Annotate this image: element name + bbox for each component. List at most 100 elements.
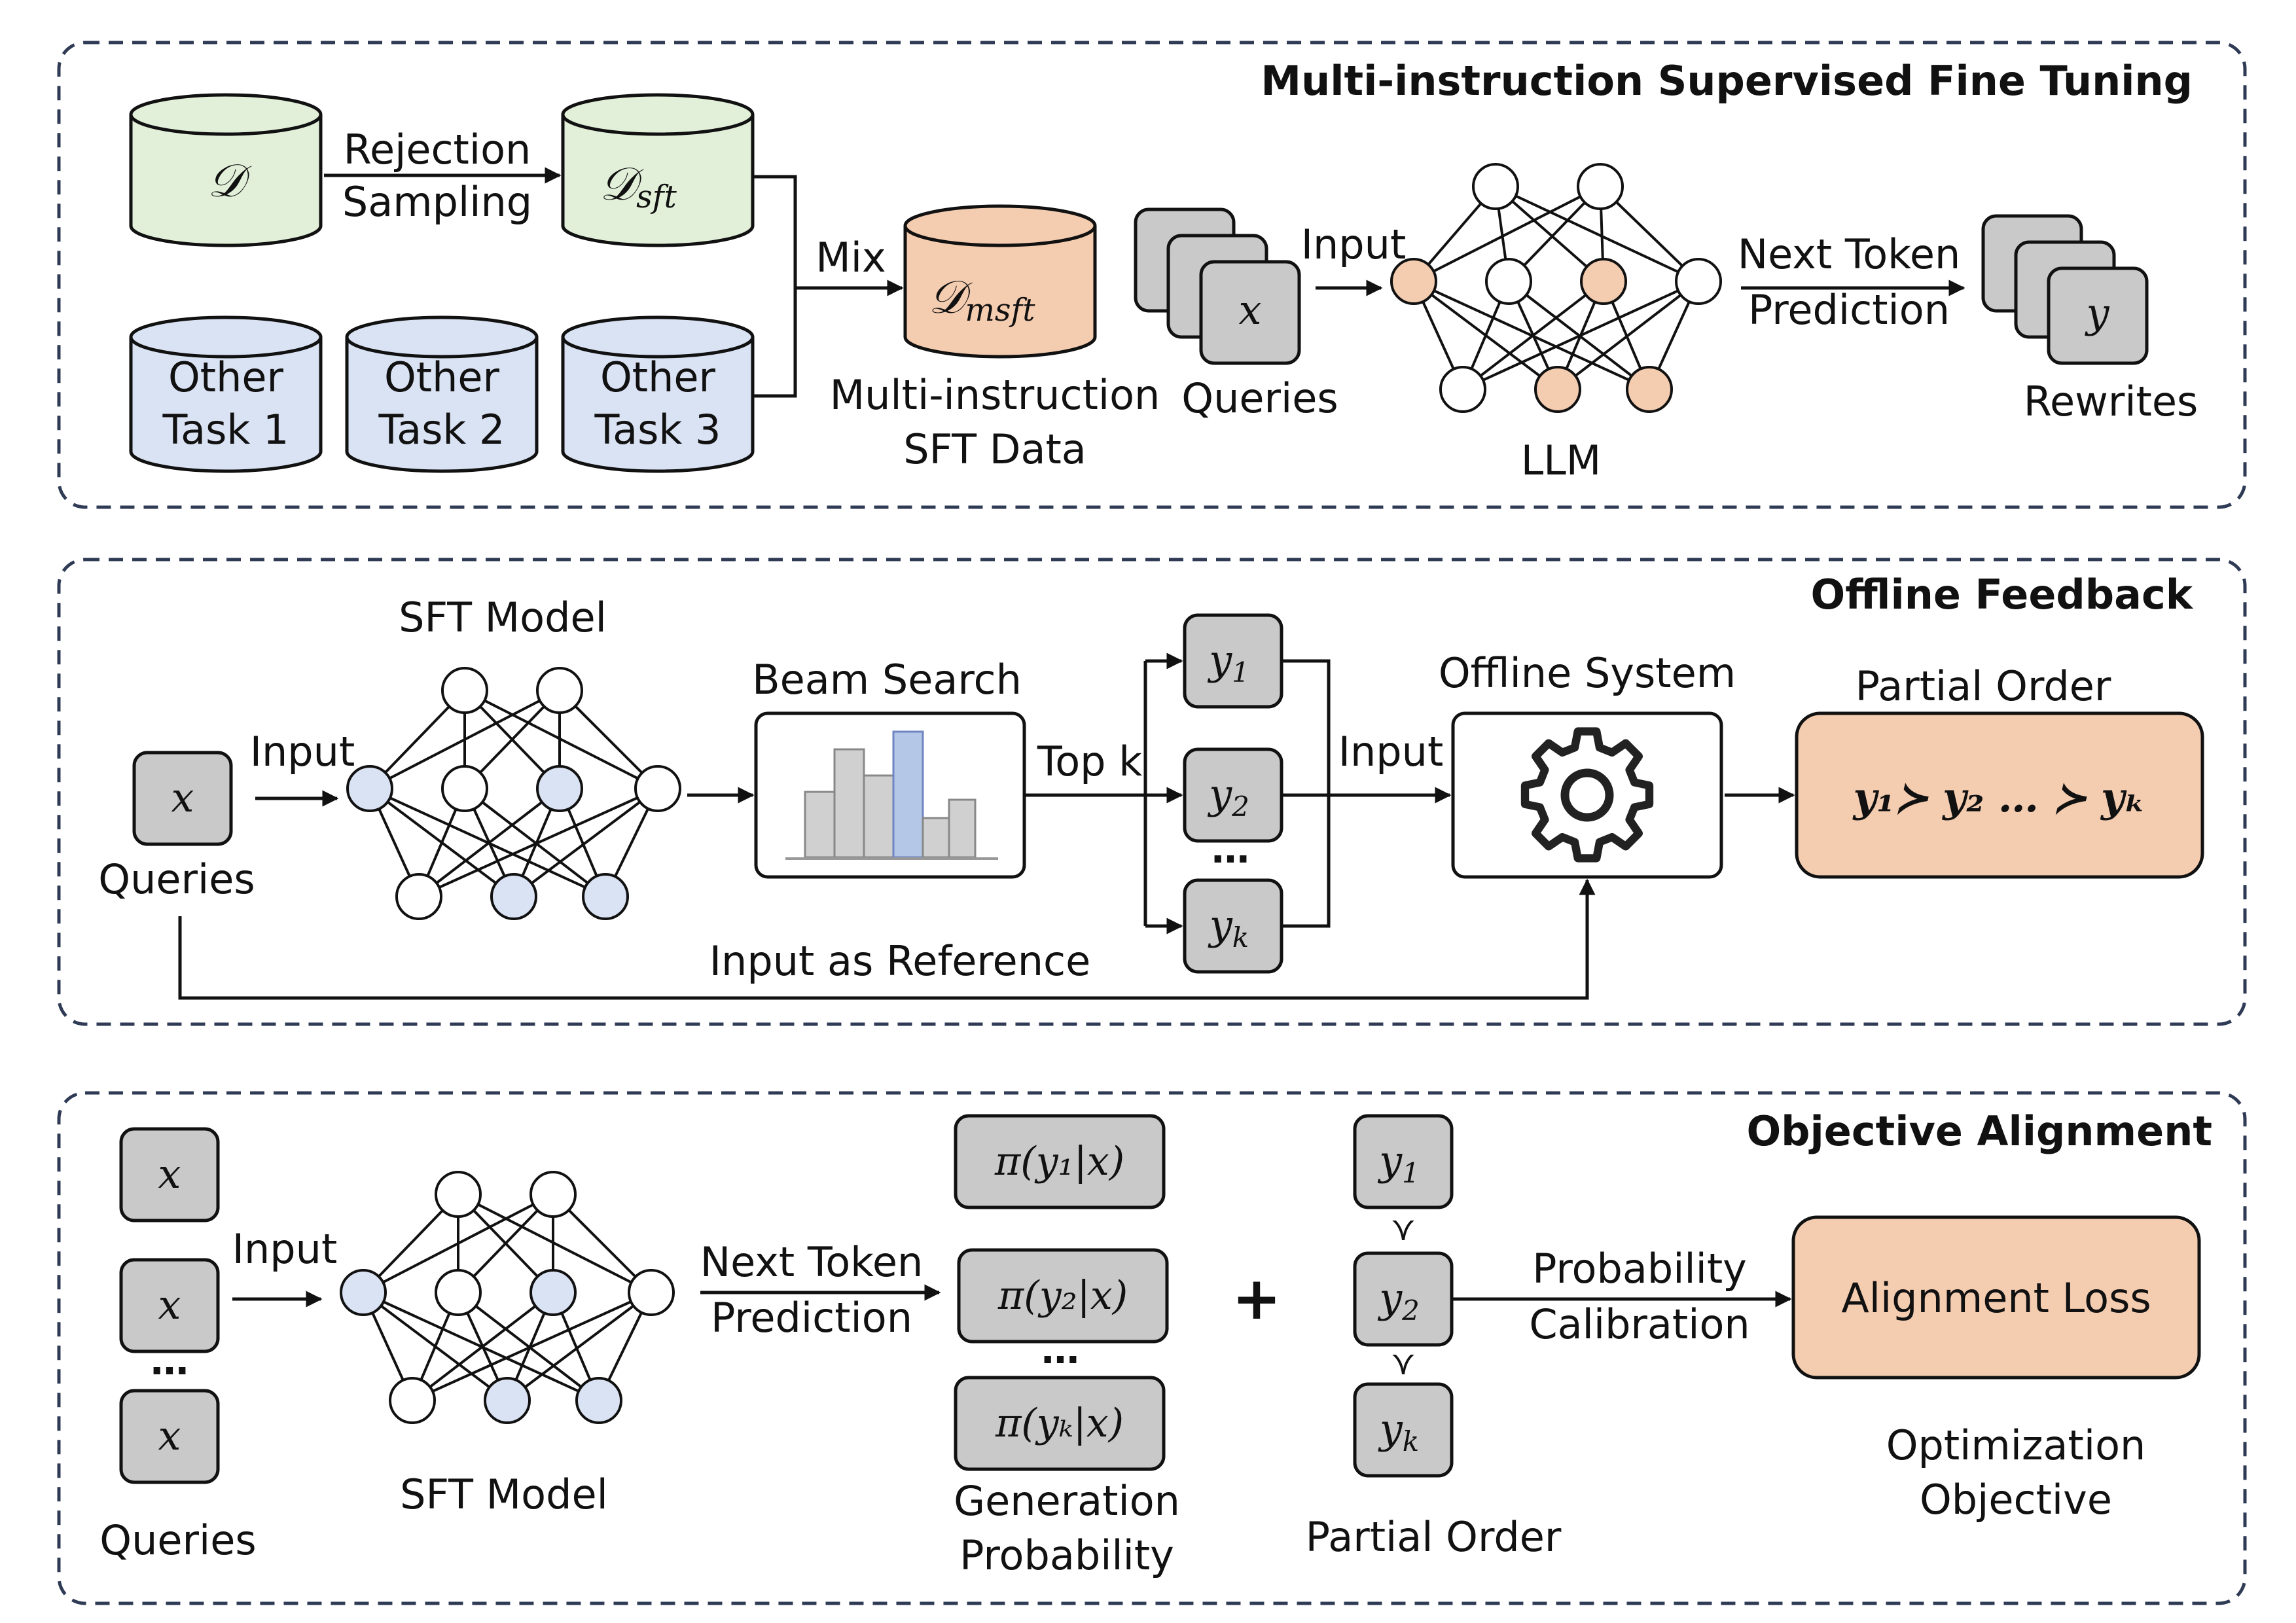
other-task-2-cylinder: Other Task 2	[345, 315, 539, 473]
alignment-loss-box	[1791, 1215, 2201, 1380]
dataset-dmsft-label: 𝒟msft	[928, 270, 1035, 329]
align-ntp-label-1: Next Token	[700, 1238, 924, 1286]
dataset-dmsft-cylinder: 𝒟msft	[903, 204, 1097, 359]
align-queries-label: Queries	[99, 1516, 256, 1564]
partial-order-expression: y₁≻ y₂ … ≻ yₖ	[1852, 774, 2145, 821]
panel-alignment-border	[57, 1091, 2247, 1605]
align-query-symbol-2: x	[158, 1281, 181, 1329]
input-label: Input	[1301, 221, 1407, 268]
panel-msft: Multi-instruction Supervised Fine Tuning…	[57, 41, 2247, 509]
input-as-reference-label: Input as Reference	[709, 937, 1090, 985]
dataset-dsft-label: 𝒟sft	[600, 157, 677, 215]
prob-y1-box	[954, 1114, 1166, 1209]
dataset-dsft-subscript: sft	[636, 179, 677, 215]
other-task-2-label-b: Task 2	[378, 406, 505, 454]
order-yk-box	[1353, 1382, 1454, 1478]
order-y1-label: y1	[1377, 1137, 1420, 1189]
other-task-1-label-a: Other	[168, 353, 284, 401]
align-query-box-1	[119, 1127, 220, 1222]
top-k-label: Top k	[1037, 738, 1142, 785]
rewrites-label: Rewrites	[2024, 378, 2198, 425]
dataset-dmsft-subscript: msft	[965, 292, 1035, 329]
gen-prob-label-1: Generation	[954, 1477, 1180, 1525]
rewrite-stack: y	[1981, 214, 2149, 365]
offline-system-label: Offline System	[1439, 649, 1736, 697]
rewrite-symbol: y	[2084, 289, 2109, 337]
msft-data-label-1: Multi-instruction	[830, 371, 1160, 419]
msft-data-label-2: SFT Data	[903, 425, 1086, 473]
offline-sft-network	[346, 667, 681, 920]
candidate-ellipsis: …	[1211, 827, 1249, 872]
mix-label: Mix	[816, 234, 886, 281]
beam-search-label: Beam Search	[752, 656, 1022, 704]
offline-system-box	[1451, 711, 1723, 879]
offline-queries-label: Queries	[98, 855, 255, 903]
align-sft-network	[340, 1171, 675, 1424]
gear-icon	[1520, 727, 1654, 863]
query-stack: x	[1134, 207, 1301, 365]
succ-symbol-2: ≻	[1386, 1351, 1422, 1378]
order-yk-label: yk	[1378, 1405, 1419, 1457]
align-partial-order-label: Partial Order	[1306, 1513, 1562, 1561]
llm-network	[1390, 163, 1722, 413]
rejection-label-2: Sampling	[342, 178, 532, 226]
offline-input2-label: Input	[1338, 728, 1444, 776]
panel-msft-border	[57, 41, 2247, 509]
other-task-3-label-a: Other	[600, 353, 716, 401]
other-task-1-label-b: Task 1	[162, 406, 289, 454]
order-y1-box	[1353, 1114, 1454, 1209]
dataset-d-cylinder: 𝒟	[129, 93, 323, 247]
succ-symbol-1: ≻	[1386, 1217, 1422, 1243]
other-task-3-cylinder: Other Task 3	[561, 315, 755, 473]
prob-y1-label: π(y₁|x)	[994, 1139, 1124, 1185]
other-task-1-cylinder: Other Task 1	[129, 315, 323, 473]
query-symbol: x	[1239, 286, 1262, 334]
rejection-label-1: Rejection	[344, 126, 531, 173]
panel-offline-border	[57, 558, 2247, 1026]
align-input-label: Input	[232, 1225, 338, 1273]
align-ntp-label-2: Prediction	[711, 1294, 912, 1342]
align-sft-model-label: SFT Model	[400, 1471, 608, 1518]
panel-offline-feedback: Offline Feedback x Queries Input SFT Mod…	[57, 558, 2247, 1026]
offline-input-label: Input	[250, 728, 355, 776]
prob-y2-box	[957, 1248, 1169, 1344]
prob-ellipsis: …	[1041, 1328, 1079, 1372]
candidate-y1-label: y1	[1207, 636, 1249, 688]
ntp-label-1: Next Token	[1738, 230, 1961, 278]
input-as-reference-line	[178, 878, 1596, 1000]
mix-bracket-connector	[753, 175, 797, 398]
prob-y2-label: π(y₂|x)	[997, 1273, 1128, 1319]
panel-alignment-title: Objective Alignment	[1746, 1107, 2212, 1155]
gen-prob-label-2: Probability	[960, 1531, 1174, 1579]
align-query-symbol-1: x	[158, 1150, 181, 1198]
other-task-3-label-b: Task 3	[594, 406, 721, 454]
calib-label-2: Calibration	[1529, 1300, 1749, 1348]
objective-label-2: Objective	[1920, 1476, 2112, 1524]
order-y2-box	[1353, 1251, 1454, 1347]
offline-sft-model-label: SFT Model	[399, 594, 607, 641]
other-task-2-label-a: Other	[384, 353, 500, 401]
llm-label: LLM	[1521, 437, 1602, 484]
prob-yk-label: π(yₖ|x)	[995, 1400, 1124, 1446]
candidate-yk-label: yk	[1208, 901, 1249, 954]
prob-yk-box	[954, 1376, 1166, 1471]
partial-order-box	[1795, 711, 2204, 879]
bar-histogram-icon	[785, 730, 998, 860]
ntp-label-2: Prediction	[1748, 286, 1950, 334]
align-query-box-2	[119, 1258, 220, 1353]
offline-query-symbol: x	[171, 774, 194, 821]
dataset-dsft-cylinder: 𝒟sft	[561, 93, 755, 247]
panel-offline-title: Offline Feedback	[1811, 571, 2194, 618]
partial-order-label: Partial Order	[1856, 662, 2111, 710]
calib-label-1: Probability	[1532, 1245, 1747, 1293]
objective-label-1: Optimization	[1886, 1421, 2146, 1469]
panel-msft-title: Multi-instruction Supervised Fine Tuning	[1261, 57, 2193, 105]
offline-query-box	[132, 751, 233, 846]
panel-objective-alignment: Objective Alignment x x … x Queries Inpu…	[57, 1091, 2247, 1605]
queries-label: Queries	[1181, 374, 1338, 422]
alignment-loss-label: Alignment Loss	[1841, 1274, 2151, 1322]
align-query-ellipsis: …	[151, 1339, 188, 1383]
plus-sign: +	[1232, 1264, 1281, 1333]
candidate-y2-label: y2	[1207, 770, 1249, 823]
